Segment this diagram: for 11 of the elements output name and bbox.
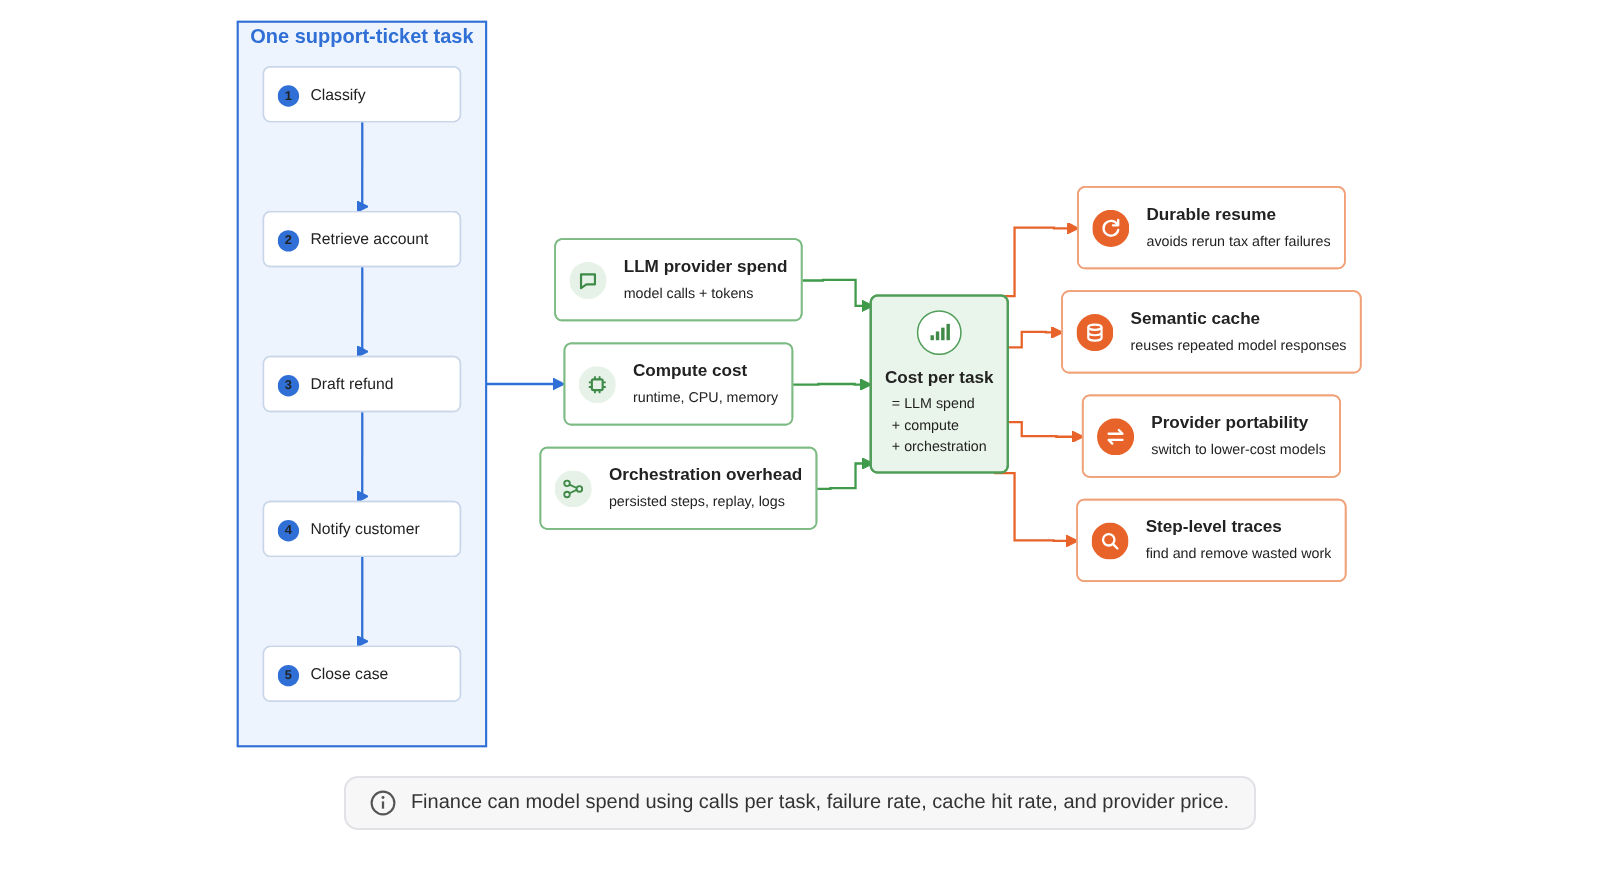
arrow bbox=[357, 121, 370, 213]
arrow bbox=[357, 555, 370, 648]
note-text: Finance can model spend using calls per task, failure rate, cache hit rate, and provider price. bbox=[410, 792, 1230, 814]
arrow bbox=[357, 411, 370, 503]
arrow bbox=[817, 457, 875, 491]
arrow bbox=[1009, 326, 1065, 349]
arrow bbox=[357, 266, 370, 358]
arrow bbox=[793, 378, 873, 391]
arrow bbox=[803, 278, 875, 313]
arrow bbox=[486, 377, 566, 391]
arrow bbox=[1009, 420, 1085, 443]
